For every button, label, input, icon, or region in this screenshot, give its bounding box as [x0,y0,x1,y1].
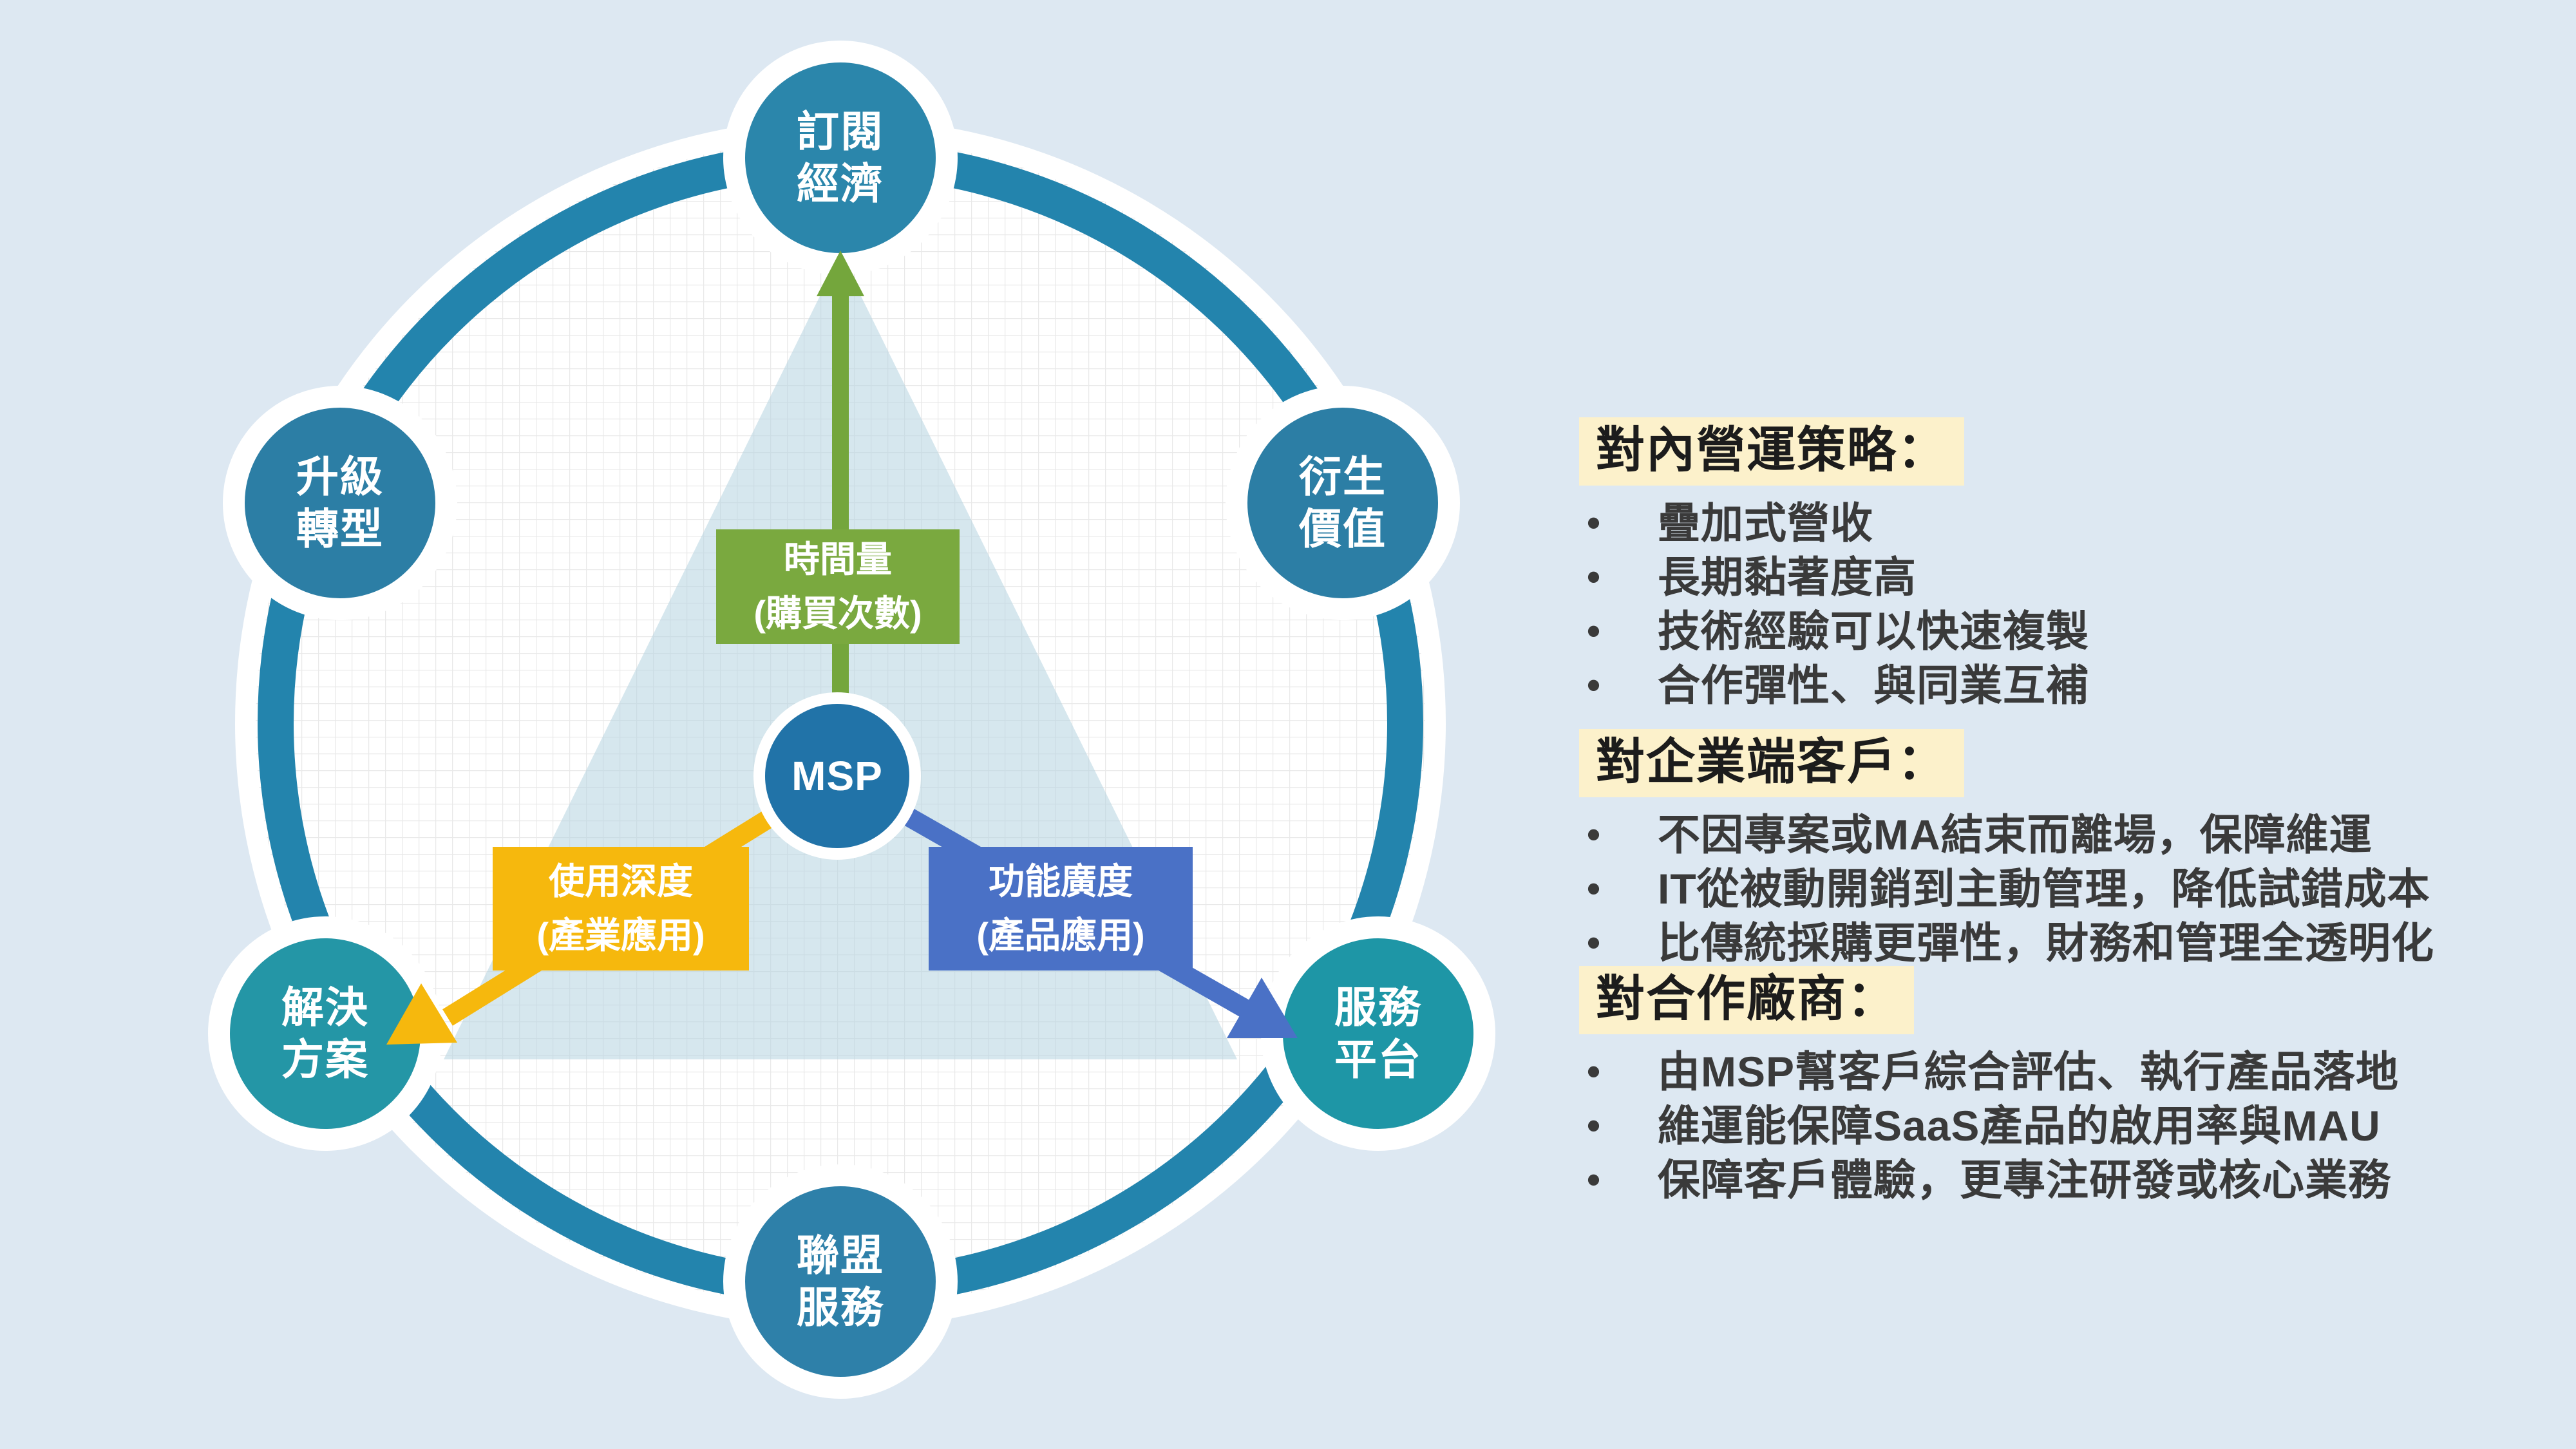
section-title: 對內營運策略： [1579,417,1964,486]
bullet-text: 維運能保障SaaS產品的啟用率與MAU [1658,1102,2381,1150]
axis-label-text: 功能廣度 (產品應用) [976,861,1145,956]
bullet-item: • 比傳統採購更彈性，財務和管理全透明化 [1579,916,2532,970]
bullet-text: 合作彈性、與同業互補 [1658,661,2089,709]
bullet-dot: • [1587,867,1602,910]
node-label: 服務 平台 [1334,983,1422,1083]
axis-label-text: 使用深度 (產業應用) [536,861,705,956]
node-label: 衍生 價值 [1299,453,1387,553]
bullet-text: 比傳統採購更彈性，財務和管理全透明化 [1658,919,2434,967]
node-derived-value: 衍生 價值 [1226,386,1460,620]
node-label: 訂閱 經濟 [797,108,884,207]
node-alliance-services: 聯盟 服務 [723,1164,958,1399]
bullet-text: 保障客戶體驗，更專注研發或核心業務 [1658,1156,2391,1204]
section-title: 對企業端客戶： [1579,729,1964,797]
node-label: 升級 轉型 [296,453,384,553]
bullet-text: IT從被動開銷到主動管理，降低試錯成本 [1658,865,2430,913]
node-service-platform: 服務 平台 [1261,916,1495,1151]
bullet-text: 由MSP幫客戶綜合評估、執行產品落地 [1658,1048,2400,1095]
bullet-item: • 不因專案或MA結束而離場，保障維運 [1579,808,2532,862]
bullet-dot: • [1587,663,1602,706]
bullet-item: • IT從被動開銷到主動管理，降低試錯成本 [1579,862,2532,916]
bullet-dot: • [1587,1050,1602,1093]
section-bullet-list: •不因專案或MA結束而離場，保障維運 •IT從被動開銷到主動管理，降低試錯成本 … [1579,808,2532,970]
node-solutions: 解決 方案 [208,916,442,1151]
bullet-item: • 合作彈性、與同業互補 [1579,658,2532,712]
bullet-dot: • [1587,921,1602,964]
section-internal-strategy: 對內營運策略： • 疊加式營收 • 長期黏著度高 • 技術經驗可以快速複製 • 合作彈性… [1579,417,2532,712]
node-label: 解決 方案 [281,983,369,1083]
section-partner-vendors: 對合作廠商： • 由MSP幫客戶綜合評估、執行產品落地 • 維運能保障SaaS產品的… [1579,966,2532,1207]
bullet-text: 不因專案或MA結束而離場，保障維運 [1658,811,2372,858]
bullet-dot: • [1587,1158,1602,1201]
node-label: MSP [791,753,883,799]
bullet-item: • 保障客戶體驗，更專注研發或核心業務 [1579,1153,2532,1207]
section-enterprise-clients: 對企業端客戶： • 不因專案或MA結束而離場，保障維運 • IT從被動開銷到主動管理… [1579,729,2532,970]
bullet-item: • 疊加式營收 [1579,496,2532,550]
bullet-dot: • [1587,609,1602,652]
depth-axis-label: 使用深度 (產業應用) [493,847,749,971]
node-msp-center: MSP [753,692,921,860]
bullet-dot: • [1587,813,1602,856]
bullet-text: 長期黏著度高 [1658,553,1917,601]
node-label: 聯盟 服務 [797,1231,884,1331]
bullet-dot: • [1587,501,1602,544]
axis-label-text: 時間量 (購買次數) [753,539,922,634]
section-bullet-list: • 由MSP幫客戶綜合評估、執行產品落地 • 維運能保障SaaS產品的啟用率與MAU… [1579,1045,2532,1207]
time-axis-label: 時間量 (購買次數) [716,529,960,644]
bullet-item: • 長期黏著度高 [1579,550,2532,604]
bullet-text: 技術經驗可以快速複製 [1658,607,2089,655]
section-title: 對合作廠商： [1579,966,1914,1034]
section-bullet-list: • 疊加式營收 • 長期黏著度高 • 技術經驗可以快速複製 • 合作彈性、與同業互補 [1579,496,2532,712]
node-subscription-economy: 訂閱 經濟 [723,41,958,275]
breadth-axis-label: 功能廣度 (產品應用) [929,847,1193,971]
bullet-item: • 由MSP幫客戶綜合評估、執行產品落地 [1579,1045,2532,1099]
bullet-text: 疊加式營收 [1658,499,1873,547]
node-upgrade-transformation: 升級 轉型 [223,386,457,620]
bullet-dot: • [1587,555,1602,598]
bullet-dot: • [1587,1104,1602,1147]
bullet-item: • 技術經驗可以快速複製 [1579,604,2532,658]
bullet-item: • 維運能保障SaaS產品的啟用率與MAU [1579,1099,2532,1153]
time-arrow-stem [832,290,849,721]
